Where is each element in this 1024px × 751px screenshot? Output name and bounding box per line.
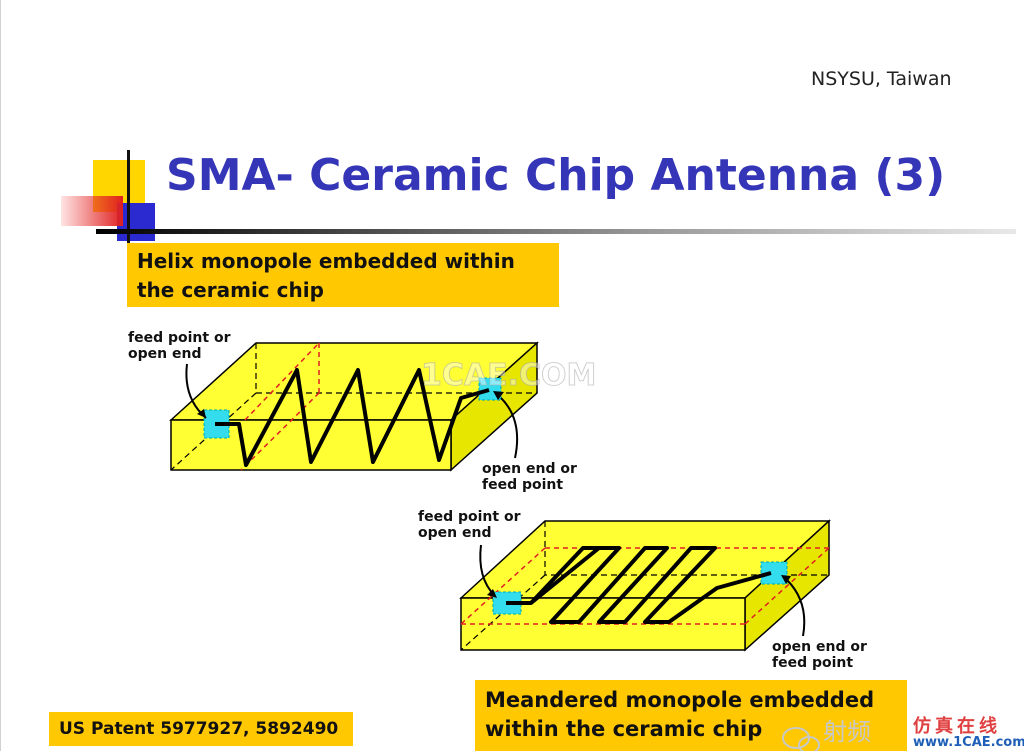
watermark-site-text: www.1CAE.com — [913, 735, 1024, 750]
meander-chip — [459, 519, 831, 652]
slide-title: SMA- Ceramic Chip Antenna (3) — [166, 150, 946, 201]
deco-vertical-line — [127, 150, 130, 248]
patent-label: US Patent 5977927, 5892490 — [49, 712, 353, 746]
deco-red-square — [61, 196, 123, 226]
helix-feed-label-left: feed point or open end — [128, 330, 231, 362]
center-watermark: 1CAE.COM — [420, 358, 597, 394]
meander-caption: Meandered monopole embedded within the c… — [475, 680, 907, 751]
helix-caption: Helix monopole embedded within the ceram… — [127, 243, 559, 307]
meander-feed-label-right: open end or feed point — [772, 639, 867, 671]
helix-feed-label-right: open end or feed point — [482, 461, 577, 493]
watermark-cn-text: 仿真在线 — [913, 716, 1001, 737]
institution-label: NSYSU, Taiwan — [811, 68, 952, 90]
helix-chip — [169, 341, 539, 472]
watermark-left-text: 射频 — [823, 718, 871, 746]
meander-feed-label-left: feed point or open end — [418, 509, 521, 541]
deco-blue-square — [117, 203, 155, 241]
title-rule — [96, 229, 1016, 234]
